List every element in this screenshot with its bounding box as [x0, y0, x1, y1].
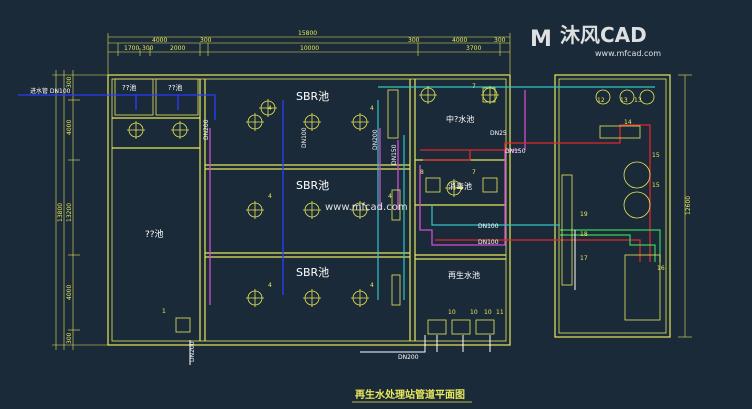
watermark-logo-mark: M	[530, 27, 552, 52]
num-8: 8	[420, 169, 424, 176]
num-10c: 10	[484, 309, 492, 316]
dim-total-top: 15800	[298, 30, 317, 37]
room-disinfect: 消毒池	[448, 181, 472, 191]
dim-sub-a: 1700	[124, 45, 139, 52]
num-17: 17	[580, 255, 588, 262]
num-7b: 7	[472, 169, 476, 176]
watermark-logo: M 沐风CAD www.mfcad.com	[530, 23, 661, 58]
dim-top-b: 300	[200, 37, 212, 44]
room-labels: SBR池 SBR池 SBR池 ??池 ??池 ??池 中?水池 消毒池 再生水池	[122, 83, 480, 280]
dim-top-e: 300	[408, 37, 420, 44]
equipment-items	[561, 89, 661, 321]
num-18: 18	[580, 231, 588, 238]
num-4c: 4	[268, 193, 272, 200]
room-reuse: 再生水池	[448, 270, 480, 280]
watermark-center: www.mfcad.com	[325, 202, 408, 213]
num-15a: 15	[652, 152, 660, 159]
room-sbr-2: SBR池	[296, 179, 329, 192]
label-dn150-vert: DN150	[391, 144, 398, 165]
dim-left-e: 300	[66, 332, 73, 344]
dim-middle: 10000	[300, 45, 319, 52]
num-4d: 4	[388, 193, 392, 200]
room-left-big: ??池	[145, 228, 164, 240]
left-dimensions: 13800 300 4000 13200 4000 300	[52, 70, 108, 350]
num-4a: 4	[268, 105, 272, 112]
num-10a: 10	[448, 309, 456, 316]
dim-top-c: 4000	[452, 37, 467, 44]
room-sbr-1: SBR池	[296, 90, 329, 103]
tank-circle-1	[595, 89, 611, 105]
num-4e: 4	[268, 282, 272, 289]
dim-top-d: 300	[494, 37, 506, 44]
label-dn200-vert: DN200	[372, 129, 379, 150]
room-small-2: ??池	[168, 83, 182, 92]
aerators	[127, 86, 499, 307]
equipment-boxes	[175, 87, 498, 335]
dim-left-c: 13200	[66, 203, 73, 222]
label-dn100-sbr: DN100	[301, 127, 308, 148]
room-sbr-3: SBR池	[296, 266, 329, 279]
building-outline	[107, 74, 511, 346]
tank-circle-2	[619, 89, 635, 105]
room-mid-water: 中?水池	[446, 114, 474, 124]
equipment-room: 12600	[554, 74, 692, 338]
dim-left-a: 300	[66, 76, 73, 88]
dim-right-total: 12600	[685, 196, 692, 215]
num-14: 14	[624, 119, 632, 126]
drawing-title: 再生水处理站管道平面图	[355, 388, 465, 401]
num-13a: 13	[620, 97, 628, 104]
tank-circle-3	[639, 89, 655, 105]
dim-left-d: 4000	[66, 285, 73, 300]
num-1: 1	[162, 308, 166, 315]
num-12: 12	[597, 97, 605, 104]
equipment-numbers: 1 4 4 4 4 4 4 7 7 8 10 10 10 11 12 13 13…	[162, 83, 665, 316]
num-13b: 13	[634, 97, 642, 104]
filter-15a	[623, 161, 651, 189]
piping	[18, 86, 661, 365]
watermark-logo-text: 沐风CAD	[560, 23, 647, 47]
dim-top-a: 4000	[152, 37, 167, 44]
watermark-url: www.mfcad.com	[595, 49, 661, 58]
dim-sub-d: 3700	[466, 45, 481, 52]
num-7a: 7	[472, 83, 476, 90]
label-dn200-bottom: DN200	[398, 354, 419, 361]
num-11: 11	[496, 309, 504, 316]
pipe-labels: 进水管 DN100 DN25 DN150 DN100 DN100 DN200 D…	[30, 87, 526, 362]
label-dn25: DN25	[490, 130, 507, 137]
num-4b: 4	[370, 105, 374, 112]
num-16: 16	[657, 265, 665, 272]
dim-left-b: 4000	[66, 120, 73, 135]
dim-sub-b: 300	[142, 45, 154, 52]
label-dn100-a: DN100	[478, 223, 499, 230]
label-outlet-left: DN200	[189, 341, 196, 362]
num-4f: 4	[370, 282, 374, 289]
label-inlet: 进水管 DN100	[30, 87, 71, 95]
top-dimensions: 15800 4000 300 4000 300 300 1700 300 200…	[107, 30, 511, 74]
equipment-17	[561, 174, 573, 286]
num-19: 19	[580, 211, 588, 218]
filter-15b	[623, 191, 651, 219]
label-dn150: DN150	[505, 148, 526, 155]
room-small-1: ??池	[122, 83, 136, 92]
label-dn200-left: DN200	[203, 119, 210, 140]
num-10b: 10	[470, 309, 478, 316]
label-dn100-b: DN100	[478, 239, 499, 246]
equipment-14	[599, 125, 641, 139]
dim-sub-c: 2000	[170, 45, 185, 52]
num-15b: 15	[652, 182, 660, 189]
equipment-16	[624, 254, 661, 321]
dim-left-total: 13800	[57, 203, 64, 222]
